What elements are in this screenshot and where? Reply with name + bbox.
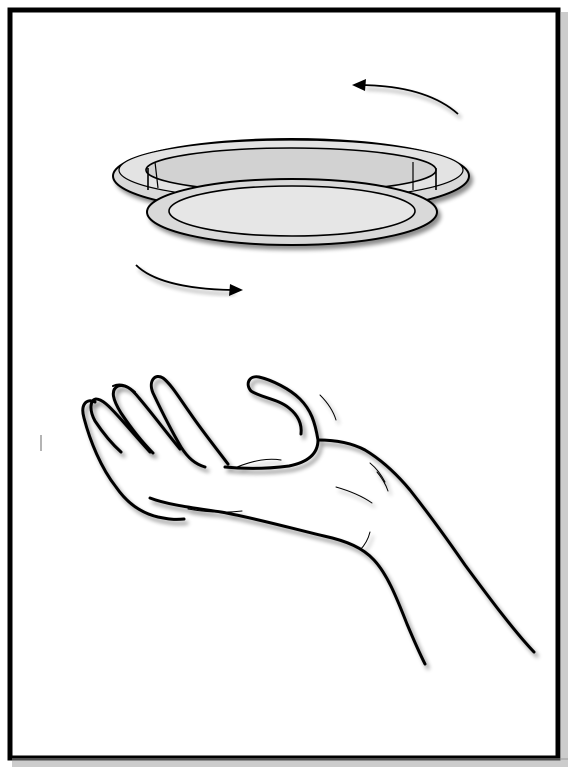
ceiling-light-fixture (113, 139, 469, 245)
